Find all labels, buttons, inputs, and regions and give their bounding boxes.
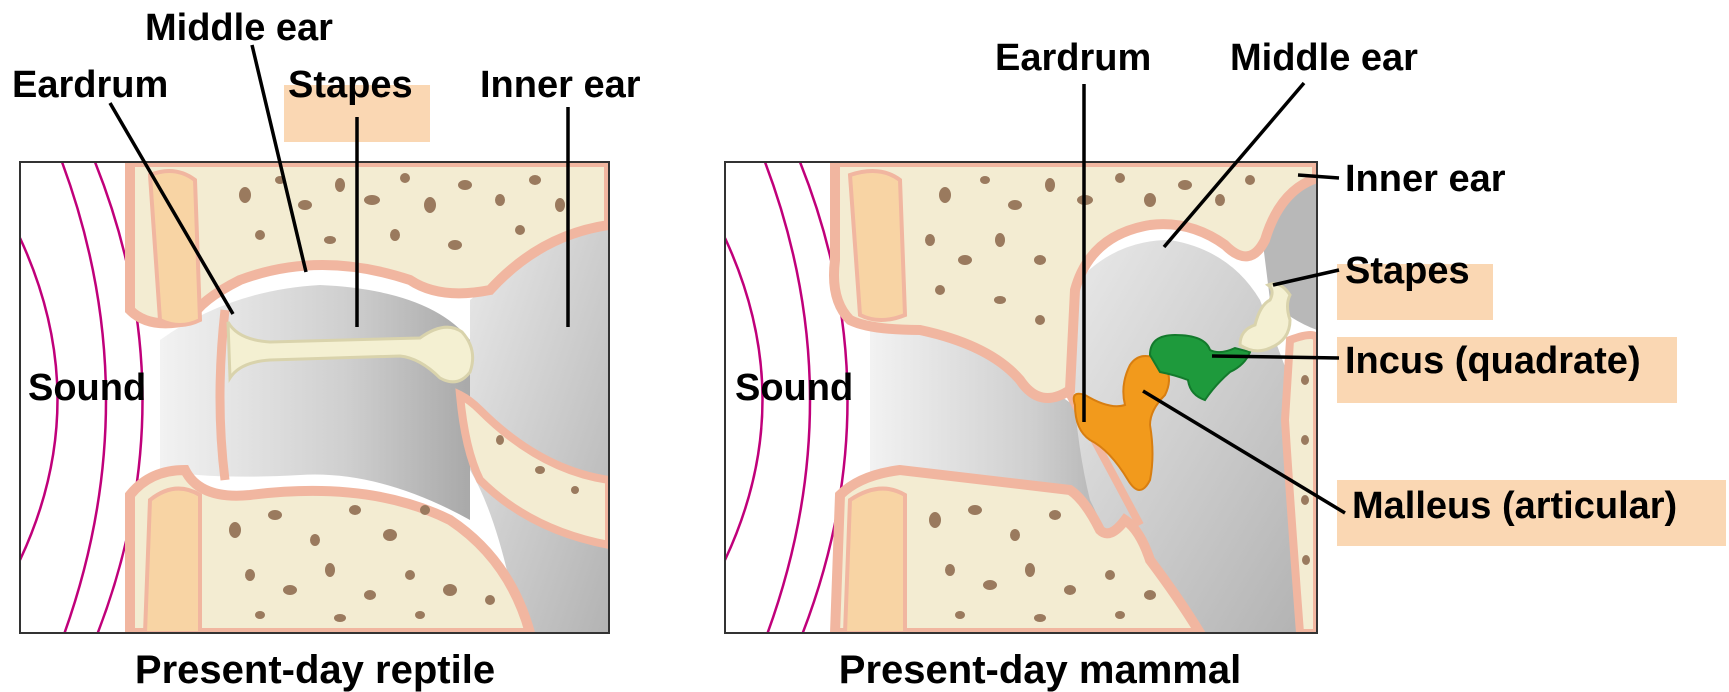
mammal-panel: Eardrum Middle ear Inner ear Stapes Incu… [725,37,1726,692]
mammal-stapes-label: Stapes [1345,250,1470,292]
mammal-incus-leader [1212,356,1339,358]
reptile-sound-label: Sound [28,367,146,409]
reptile-inner-ear-label: Inner ear [480,64,641,106]
mammal-sound-label: Sound [735,367,853,409]
reptile-cartilage-upper [150,171,200,325]
mammal-caption: Present-day mammal [839,648,1241,692]
mammal-inner-ear-label: Inner ear [1345,158,1506,200]
mammal-eardrum-label: Eardrum [995,37,1151,79]
reptile-panel: Eardrum Middle ear Stapes Inner ear Soun… [12,7,641,692]
reptile-middle-ear-label: Middle ear [145,7,333,49]
reptile-eardrum-label: Eardrum [12,64,168,106]
reptile-eardrum-membrane [220,310,225,480]
mammal-middle-ear-label: Middle ear [1230,37,1418,79]
reptile-caption: Present-day reptile [135,648,495,692]
reptile-stapes-label: Stapes [288,64,413,106]
reptile-cartilage-lower [145,489,200,633]
mammal-cartilage-upper [850,171,905,320]
mammal-cartilage-lower [845,489,905,633]
mammal-malleus-label: Malleus (articular) [1352,485,1677,527]
mammal-incus-label: Incus (quadrate) [1345,340,1641,382]
